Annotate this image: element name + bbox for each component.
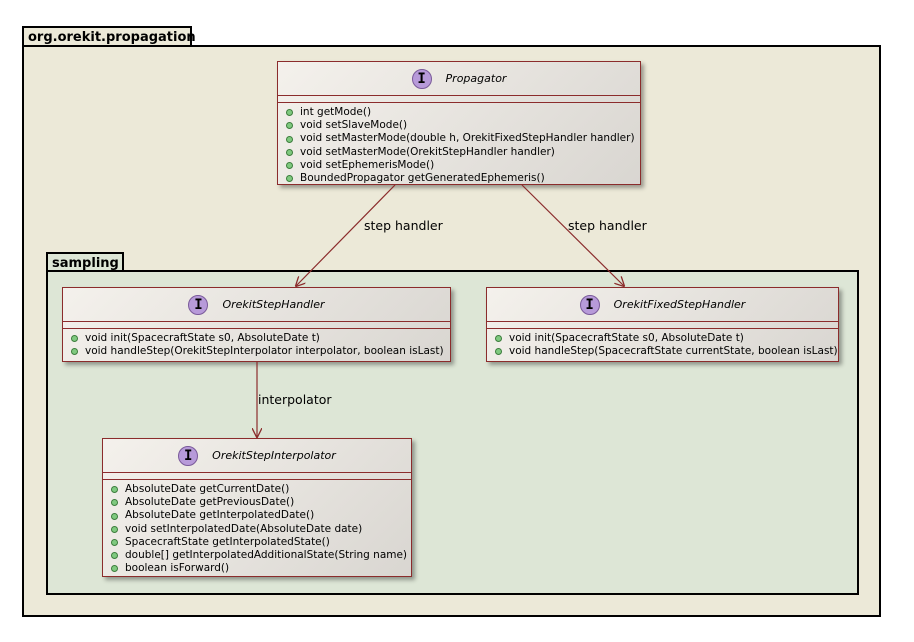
public-visibility-icon (286, 109, 293, 117)
class-propagator[interactable]: I Propagator int getMode() void setSlave… (277, 61, 641, 185)
edge-label-step-handler-left: step handler (364, 218, 443, 233)
method-item: void setInterpolatedDate(AbsoluteDate da… (111, 523, 411, 536)
public-visibility-icon (111, 486, 118, 494)
package-tab-sampling: sampling (46, 252, 124, 272)
public-visibility-icon (111, 552, 118, 560)
public-visibility-icon (111, 565, 118, 573)
method-item: void init(SpacecraftState s0, AbsoluteDa… (71, 332, 450, 345)
interface-icon: I (178, 445, 199, 466)
public-visibility-icon (71, 348, 78, 356)
class-fields-separator (278, 96, 640, 103)
class-fields-separator (103, 473, 411, 480)
method-item: double[] getInterpolatedAdditionalState(… (111, 549, 411, 562)
public-visibility-icon (111, 512, 118, 520)
method-item: void handleStep(SpacecraftState currentS… (495, 345, 838, 358)
method-item: SpacecraftState getInterpolatedState() (111, 536, 411, 549)
edge-label-interpolator: interpolator (258, 392, 332, 407)
class-name-orekit-fixed-step-handler: OrekitFixedStepHandler (613, 298, 746, 311)
public-visibility-icon (286, 122, 293, 130)
edge-propagator-to-fixed-step-handler (521, 184, 624, 286)
public-visibility-icon (286, 161, 293, 169)
public-visibility-icon (111, 499, 118, 507)
class-methods-orekit-step-handler: void init(SpacecraftState s0, AbsoluteDa… (63, 329, 450, 358)
method-item: BoundedPropagator getGeneratedEphemeris(… (286, 172, 640, 185)
class-header-propagator: I Propagator (278, 62, 640, 96)
class-fields-separator (63, 322, 450, 329)
method-item: void setMasterMode(double h, OrekitFixed… (286, 132, 640, 145)
class-name-propagator: Propagator (445, 72, 507, 85)
edge-label-step-handler-right: step handler (568, 218, 647, 233)
class-name-orekit-step-handler: OrekitStepHandler (222, 298, 325, 311)
method-item: void handleStep(OrekitStepInterpolator i… (71, 345, 450, 358)
method-item: int getMode() (286, 106, 640, 119)
public-visibility-icon (495, 335, 502, 343)
class-orekit-step-handler[interactable]: I OrekitStepHandler void init(Spacecraft… (62, 287, 451, 362)
interface-icon: I (188, 294, 209, 315)
class-header-orekit-step-handler: I OrekitStepHandler (63, 288, 450, 322)
class-methods-orekit-step-interpolator: AbsoluteDate getCurrentDate() AbsoluteDa… (103, 480, 411, 575)
public-visibility-icon (111, 538, 118, 546)
class-name-orekit-step-interpolator: OrekitStepInterpolator (212, 449, 336, 462)
method-item: AbsoluteDate getCurrentDate() (111, 483, 411, 496)
public-visibility-icon (495, 348, 502, 356)
class-fields-separator (487, 322, 838, 329)
public-visibility-icon (286, 135, 293, 143)
method-item: void setEphemerisMode() (286, 159, 640, 172)
class-header-orekit-step-interpolator: I OrekitStepInterpolator (103, 439, 411, 473)
interface-icon: I (579, 294, 600, 315)
method-item: AbsoluteDate getPreviousDate() (111, 496, 411, 509)
class-orekit-step-interpolator[interactable]: I OrekitStepInterpolator AbsoluteDate ge… (102, 438, 412, 577)
public-visibility-icon (111, 525, 118, 533)
class-orekit-fixed-step-handler[interactable]: I OrekitFixedStepHandler void init(Space… (486, 287, 839, 362)
class-methods-orekit-fixed-step-handler: void init(SpacecraftState s0, AbsoluteDa… (487, 329, 838, 358)
method-item: boolean isForward() (111, 562, 411, 575)
public-visibility-icon (71, 335, 78, 343)
method-item: void setMasterMode(OrekitStepHandler han… (286, 146, 640, 159)
package-tab-org-orekit-propagation: org.orekit.propagation (22, 26, 196, 47)
class-methods-propagator: int getMode() void setSlaveMode() void s… (278, 103, 640, 185)
public-visibility-icon (286, 175, 293, 183)
public-visibility-icon (286, 148, 293, 156)
interface-icon: I (411, 68, 432, 89)
edge-propagator-to-step-handler (296, 184, 396, 286)
class-header-orekit-fixed-step-handler: I OrekitFixedStepHandler (487, 288, 838, 322)
method-item: void setSlaveMode() (286, 119, 640, 132)
method-item: AbsoluteDate getInterpolatedDate() (111, 509, 411, 522)
method-item: void init(SpacecraftState s0, AbsoluteDa… (495, 332, 838, 345)
